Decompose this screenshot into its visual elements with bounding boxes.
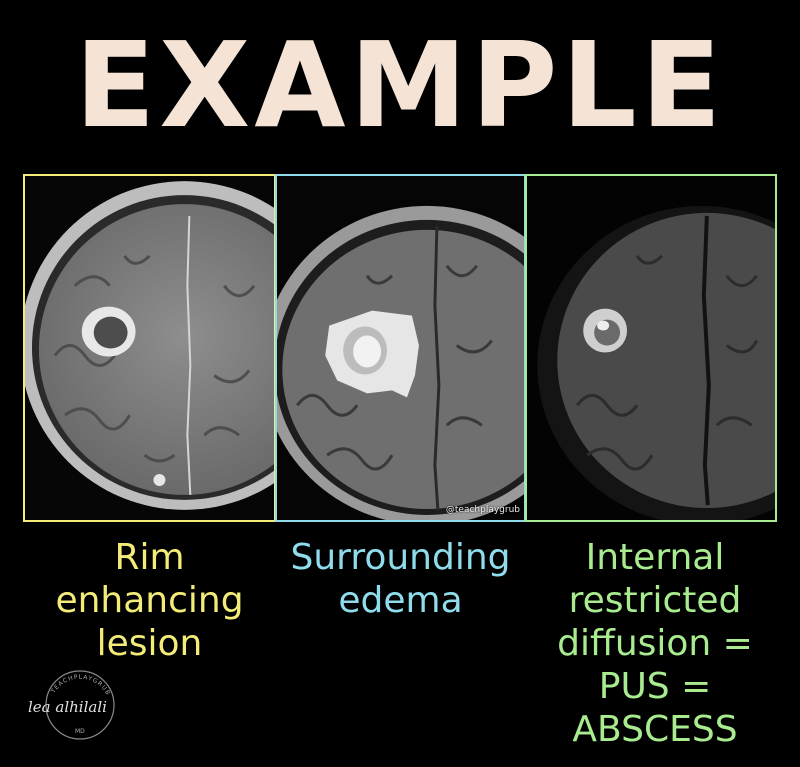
flair-mri-panel: @teachplaygrub: [275, 174, 526, 522]
signature-logo: TEACHPLAYGRUB lea alhilali MD: [18, 655, 138, 755]
signature-ring-text: TEACHPLAYGRUB: [49, 674, 110, 697]
caption-line: edema: [338, 580, 463, 621]
dwi-mri-panel: [525, 174, 777, 522]
watermark-handle: @teachplaygrub: [445, 505, 520, 515]
caption-line: PUS =: [598, 666, 712, 707]
post-contrast-mri-image: [25, 176, 274, 520]
caption-restricted-diffusion: Internal restricted diffusion = PUS = AB…: [520, 536, 790, 751]
caption-line: Internal: [585, 537, 725, 578]
post-contrast-mri-panel: [23, 174, 276, 522]
caption-line: enhancing: [55, 580, 244, 621]
caption-line: diffusion =: [557, 623, 753, 664]
flair-mri-image: [277, 176, 524, 520]
signature-suffix: MD: [75, 728, 85, 735]
caption-rim-enhancing: Rim enhancing lesion: [23, 536, 276, 665]
caption-line: Surrounding: [290, 537, 511, 578]
svg-text:TEACHPLAYGRUB: TEACHPLAYGRUB: [49, 674, 111, 697]
dwi-mri-image: [527, 176, 775, 520]
caption-line: lesion: [96, 623, 203, 664]
caption-line: ABSCESS: [572, 709, 738, 750]
caption-surrounding-edema: Surrounding edema: [275, 536, 526, 622]
page-title: EXAMPLE: [74, 15, 726, 154]
caption-line: Rim: [114, 537, 185, 578]
mri-panel-row: @teachplaygrub: [23, 174, 777, 522]
signature-name: lea alhilali: [28, 698, 107, 716]
caption-line: restricted: [568, 580, 742, 621]
